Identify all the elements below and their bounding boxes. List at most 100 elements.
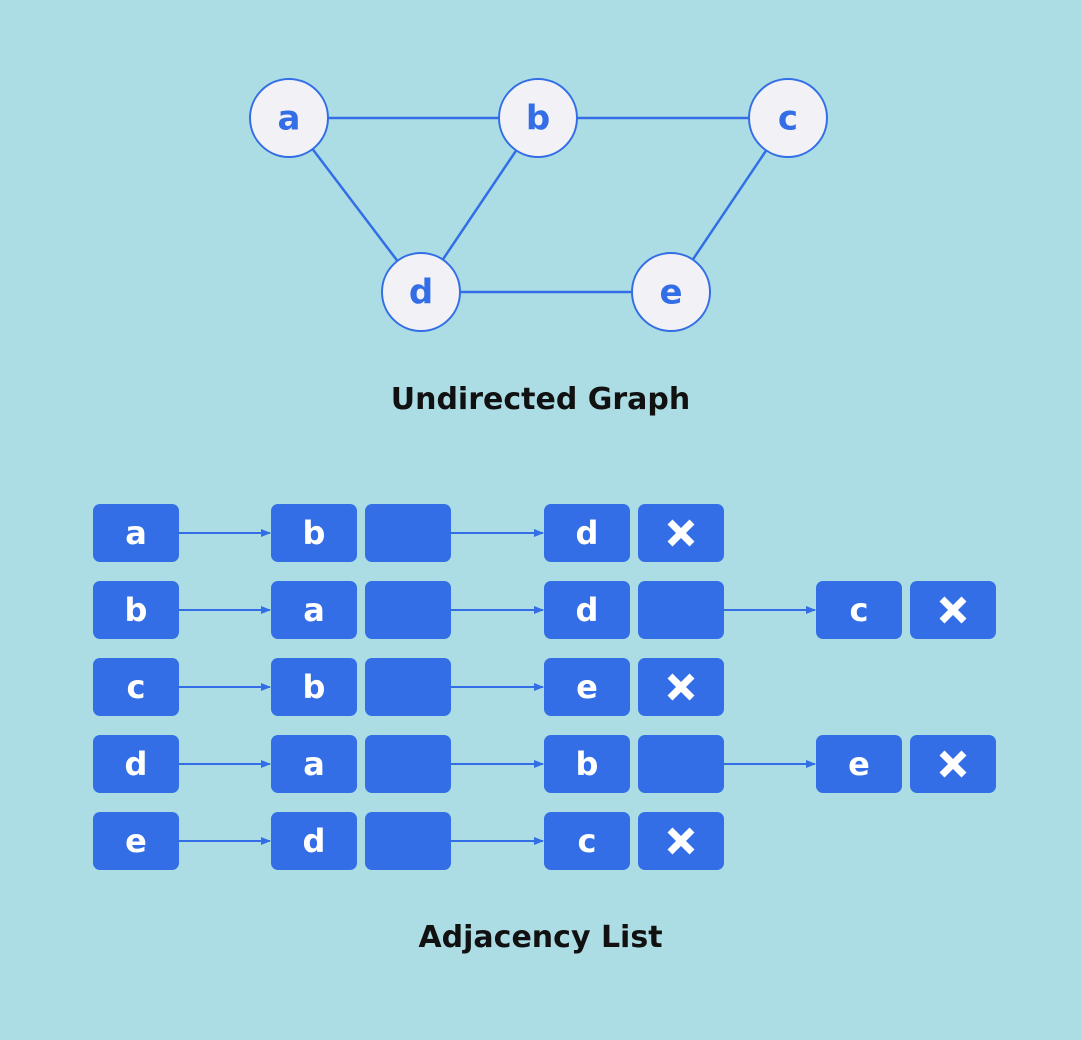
box-shape: [271, 658, 357, 716]
next-pointer-box: [638, 735, 724, 793]
head-box-label: a: [125, 514, 147, 552]
box-shape: [271, 735, 357, 793]
cross-mark: [939, 596, 967, 624]
neighbor-box: c: [816, 581, 902, 639]
head-box: d: [93, 735, 179, 793]
box-shape: [271, 812, 357, 870]
box-shape: [816, 581, 902, 639]
graph-node-a: a: [249, 78, 329, 158]
node-circle: [498, 78, 578, 158]
cross-mark: [939, 750, 967, 778]
node-circle: [381, 252, 461, 332]
graph-nodes: a b c d e: [249, 78, 828, 332]
head-box-label: b: [125, 591, 148, 629]
box-shape: [544, 735, 630, 793]
null-pointer-icon: [638, 812, 724, 870]
box-shape: [638, 735, 724, 793]
next-pointer-box: [638, 581, 724, 639]
head-box-label: e: [125, 822, 147, 860]
cross-mark: [667, 519, 695, 547]
box-shape: [638, 581, 724, 639]
null-pointer-icon: [638, 658, 724, 716]
node-circle: [748, 78, 828, 158]
node-label: d: [409, 273, 433, 313]
neighbor-box-label: d: [576, 514, 599, 552]
null-pointer-icon: [910, 581, 996, 639]
head-box: e: [93, 812, 179, 870]
node-label: e: [659, 273, 682, 313]
neighbor-box: b: [271, 504, 357, 562]
neighbor-box: c: [544, 812, 630, 870]
head-box: c: [93, 658, 179, 716]
box-shape: [544, 504, 630, 562]
box-shape: [93, 504, 179, 562]
box-shape: [93, 658, 179, 716]
node-label: c: [778, 99, 798, 139]
box-shape: [365, 812, 451, 870]
head-box: b: [93, 581, 179, 639]
neighbor-box: d: [544, 581, 630, 639]
neighbor-box-label: c: [578, 822, 597, 860]
next-pointer-box: [365, 504, 451, 562]
graph-node-b: b: [498, 78, 578, 158]
node-label: b: [526, 99, 550, 139]
box-shape: [271, 581, 357, 639]
neighbor-box-label: b: [303, 514, 326, 552]
next-pointer-box: [365, 658, 451, 716]
neighbor-box-label: b: [576, 745, 599, 783]
neighbor-box-label: a: [303, 745, 325, 783]
graph-node-c: c: [748, 78, 828, 158]
cross-mark: [667, 827, 695, 855]
box-shape: [365, 735, 451, 793]
neighbor-box-label: e: [848, 745, 870, 783]
neighbor-box: a: [271, 735, 357, 793]
head-box: a: [93, 504, 179, 562]
graph-node-d: d: [381, 252, 461, 332]
box-shape: [365, 504, 451, 562]
node-label: a: [278, 99, 301, 139]
null-pointer-icon: [910, 735, 996, 793]
adjacency-list: a b d b a d c c b e d a b e e d c: [93, 504, 996, 870]
head-box-label: d: [125, 745, 148, 783]
box-shape: [365, 581, 451, 639]
neighbor-box-label: c: [850, 591, 869, 629]
box-shape: [816, 735, 902, 793]
neighbor-box-label: e: [576, 668, 598, 706]
neighbor-box: e: [544, 658, 630, 716]
box-shape: [93, 812, 179, 870]
box-shape: [365, 658, 451, 716]
graph-title: Undirected Graph: [390, 382, 691, 417]
neighbor-box: a: [271, 581, 357, 639]
box-shape: [93, 581, 179, 639]
box-shape: [544, 812, 630, 870]
box-shape: [271, 504, 357, 562]
box-shape: [544, 658, 630, 716]
next-pointer-box: [365, 812, 451, 870]
neighbor-box: d: [544, 504, 630, 562]
graph-node-e: e: [631, 252, 711, 332]
node-circle: [631, 252, 711, 332]
neighbor-box-label: a: [303, 591, 325, 629]
box-shape: [93, 735, 179, 793]
next-pointer-box: [365, 735, 451, 793]
null-pointer-icon: [638, 504, 724, 562]
head-box-label: c: [127, 668, 146, 706]
adjacency-list-title: Adjacency List: [418, 920, 663, 955]
neighbor-box: b: [544, 735, 630, 793]
neighbor-box-label: b: [303, 668, 326, 706]
neighbor-box: b: [271, 658, 357, 716]
neighbor-box: e: [816, 735, 902, 793]
next-pointer-box: [365, 581, 451, 639]
cross-mark: [667, 673, 695, 701]
node-circle: [249, 78, 329, 158]
neighbor-box-label: d: [303, 822, 326, 860]
neighbor-box-label: d: [576, 591, 599, 629]
neighbor-box: d: [271, 812, 357, 870]
box-shape: [544, 581, 630, 639]
